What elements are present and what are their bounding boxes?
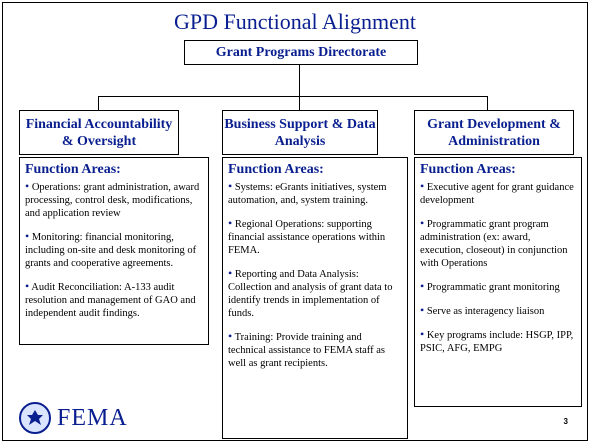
list-item: • Key programs include: HSGP, IPP, PSIC,…: [420, 328, 575, 355]
item-text: Training: Provide training and technical…: [228, 332, 385, 369]
header-label: Business Support & Data Analysis: [224, 116, 376, 149]
function-areas-title: Function Areas:: [25, 162, 121, 177]
bullet-icon: •: [228, 179, 233, 193]
item-text: Serve as interagency liaison: [426, 306, 545, 317]
connector-left: [98, 96, 99, 110]
function-areas-title: Function Areas:: [420, 162, 516, 177]
list-item: • Monitoring: financial monitoring, incl…: [25, 230, 202, 270]
header-business-support: Business Support & Data Analysis: [222, 110, 378, 155]
bullet-icon: •: [420, 327, 425, 341]
slide: GPD Functional Alignment Grant Programs …: [2, 2, 588, 441]
list-item: • Regional Operations: supporting financ…: [228, 217, 401, 257]
grant-programs-directorate-box: Grant Programs Directorate: [184, 40, 418, 65]
item-text: Programmatic grant program administratio…: [420, 219, 568, 269]
bullet-icon: •: [25, 279, 30, 293]
header-grant-development: Grant Development & Administration: [414, 110, 574, 155]
bullet-icon: •: [228, 329, 233, 343]
item-text: Key programs include: HSGP, IPP, PSIC, A…: [420, 330, 574, 354]
item-text: Reporting and Data Analysis: Collection …: [228, 269, 393, 319]
page-number: 3: [563, 417, 568, 426]
list-item: • Training: Provide training and technic…: [228, 330, 401, 370]
bullet-icon: •: [25, 179, 30, 193]
slide-title: GPD Functional Alignment: [174, 9, 416, 34]
bullet-icon: •: [25, 229, 30, 243]
item-text: Regional Operations: supporting financia…: [228, 219, 386, 256]
list-item: • Programmatic grant program administrat…: [420, 217, 575, 270]
list-item: • Systems: eGrants initiatives, system a…: [228, 180, 401, 207]
header-label: Grant Development & Administration: [427, 116, 561, 149]
bullet-icon: •: [420, 279, 425, 293]
bullet-icon: •: [228, 266, 233, 280]
connector-right: [487, 96, 488, 110]
function-areas-title: Function Areas:: [228, 162, 324, 177]
bullet-icon: •: [420, 303, 425, 317]
list-item: • Serve as interagency liaison: [420, 304, 575, 318]
item-text: Audit Reconciliation: A-133 audit resolu…: [25, 282, 196, 319]
function-areas-business: Function Areas: • Systems: eGrants initi…: [222, 157, 408, 439]
list-item: • Audit Reconciliation: A-133 audit reso…: [25, 280, 202, 320]
item-text: Systems: eGrants initiatives, system aut…: [228, 182, 387, 206]
item-text: Monitoring: financial monitoring, includ…: [25, 232, 197, 269]
bullet-icon: •: [228, 216, 233, 230]
connector-middle: [299, 96, 300, 110]
dhs-seal-icon: [19, 402, 51, 434]
item-text: Operations: grant administration, award …: [25, 182, 200, 219]
header-label: Financial Accountability & Oversight: [25, 116, 173, 149]
bullet-icon: •: [420, 216, 425, 230]
top-box-label: Grant Programs Directorate: [215, 44, 387, 60]
function-areas-financial: Function Areas: • Operations: grant admi…: [19, 157, 209, 345]
list-item: • Executive agent for grant guidance dev…: [420, 180, 575, 207]
list-item: • Programmatic grant monitoring: [420, 280, 575, 294]
item-text: Executive agent for grant guidance devel…: [420, 182, 574, 206]
function-areas-grant-development: Function Areas: • Executive agent for gr…: [414, 157, 582, 407]
bullet-icon: •: [420, 179, 425, 193]
connector-vertical-main: [299, 65, 300, 96]
fema-logo-text: FEMA: [57, 404, 128, 431]
list-item: • Operations: grant administration, awar…: [25, 180, 202, 220]
item-text: Programmatic grant monitoring: [426, 282, 560, 293]
header-financial-accountability: Financial Accountability & Oversight: [19, 110, 179, 155]
list-item: • Reporting and Data Analysis: Collectio…: [228, 267, 401, 320]
fema-logo: FEMA: [19, 401, 128, 435]
connector-horizontal: [98, 96, 488, 97]
